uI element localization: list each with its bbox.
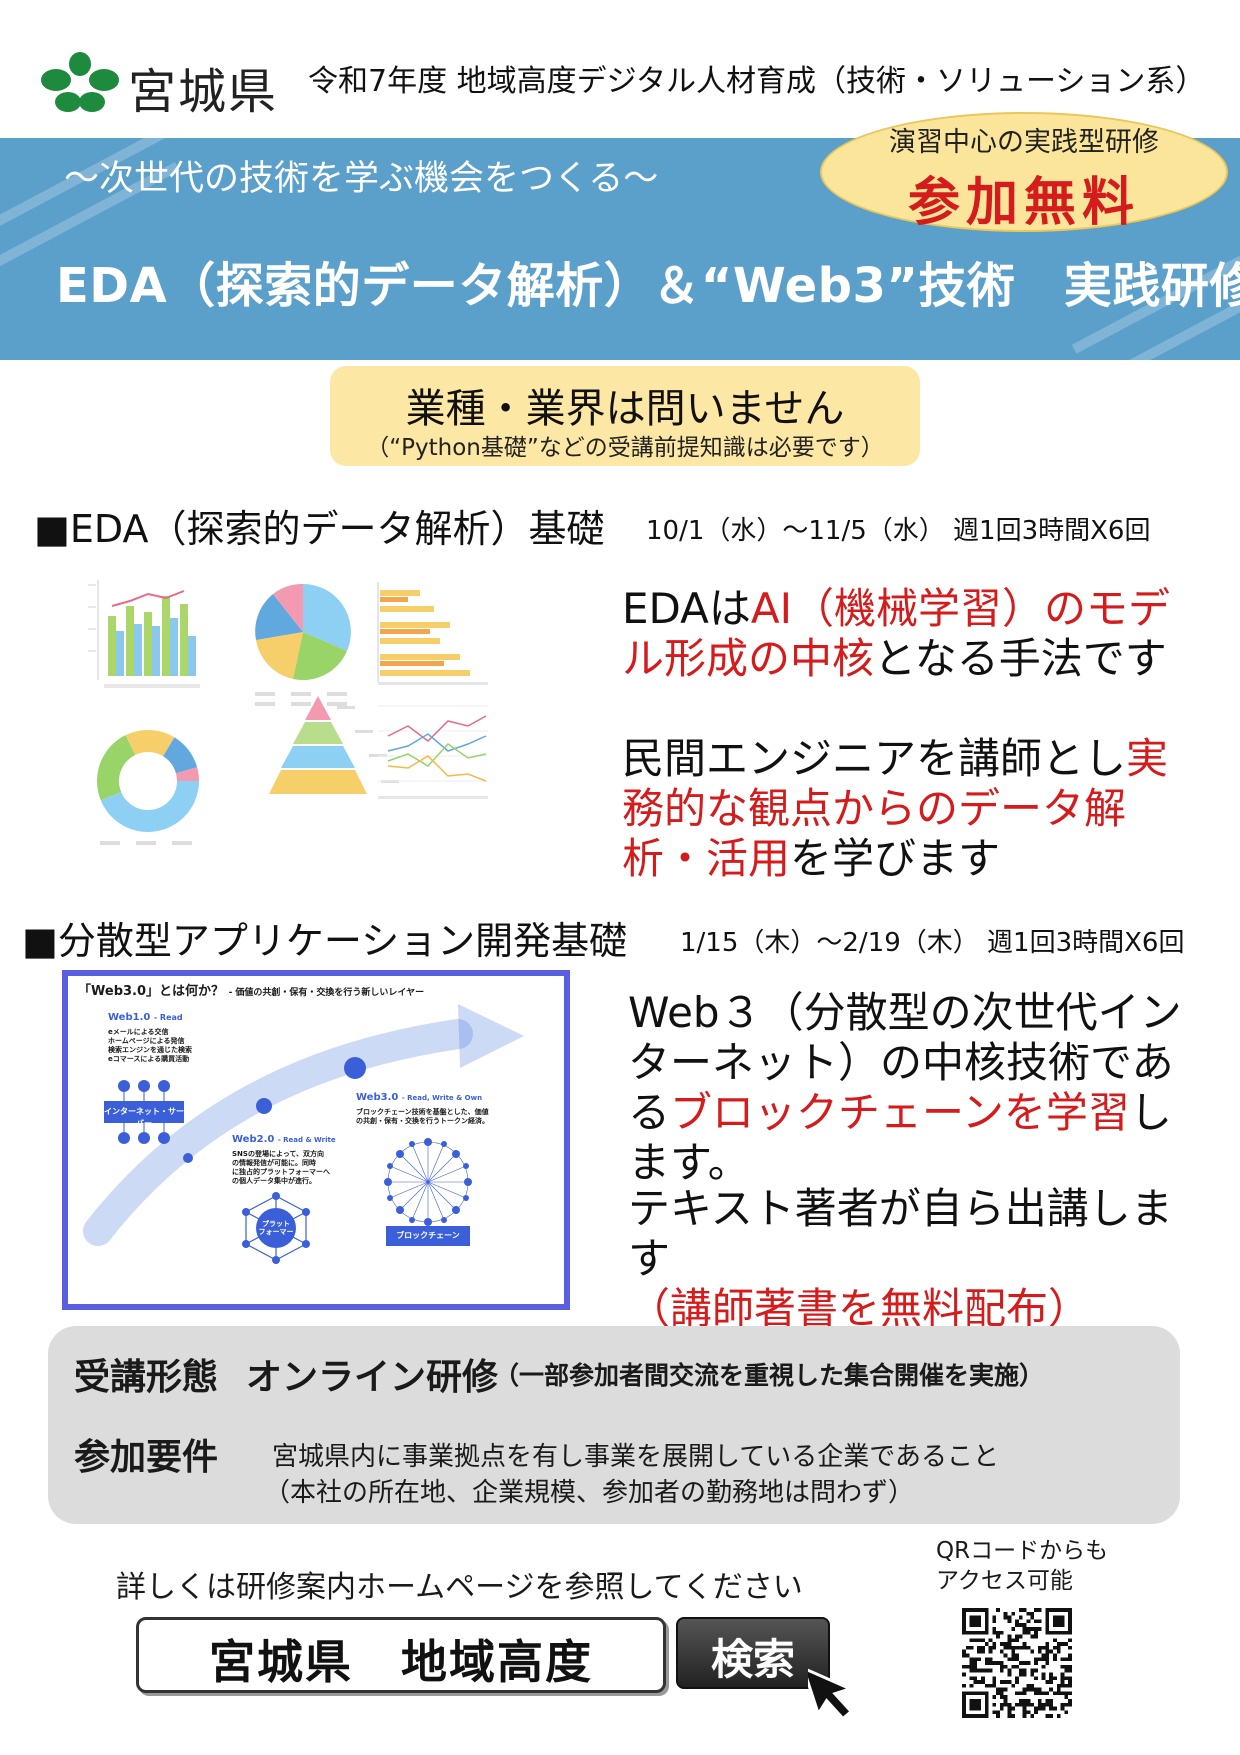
eda-description-1: EDAはAI（機械学習）のモデル形成の中核となる手法です [622, 584, 1182, 684]
free-badge [820, 112, 1228, 232]
section-eda-date: 10/1（水）～11/5（水） 週1回3時間X6回 [646, 516, 1151, 546]
banner-tagline: ～次世代の技術を学ぶ機会をつくる～ [64, 159, 659, 199]
web3-label: Web3.0 - Read, Write & Own [356, 1092, 483, 1103]
search-button-label: 検索 [710, 1635, 795, 1684]
web2-label: Web2.0 - Read & Write [232, 1134, 336, 1145]
qr-caption: QRコードからも アクセス可能 [936, 1538, 1109, 1594]
web3-p1-tail: します。 [628, 1088, 1172, 1187]
banner-title: EDA（探索的データ解析）＆“Web3”技術 実践研修 [56, 258, 1240, 314]
industry-box [330, 366, 920, 466]
line-chart-illustration [378, 705, 488, 799]
section-eda-title: ■EDA（探索的データ解析）基礎 [34, 507, 605, 551]
web1-label: Web1.0 - Read [108, 1012, 183, 1023]
requirement-label: 参加要件 [74, 1437, 219, 1478]
web3-box-label: ブロックチェーン [396, 1231, 460, 1240]
search-button [676, 1617, 830, 1689]
eda-p2-tail: を学びます [790, 834, 1001, 883]
section-dapp-date: 1/15（木）～2/19（木） 週1回3時間X6回 [680, 928, 1185, 958]
badge-subtitle: 演習中心の実践型研修 [889, 127, 1159, 158]
mouse-cursor-icon [808, 1665, 855, 1721]
header-title: 令和7年度 地域高度デジタル人材育成（技術・ソリューション系） [308, 64, 1206, 99]
horizontal-bar-illustration [377, 582, 488, 685]
eda-p1-highlight: AI（機械学習）のモデル形成の中核 [622, 584, 1170, 683]
section-dapp-title: ■分散型アプリケーション開発基礎 [22, 919, 628, 963]
donut-chart-illustration [97, 730, 199, 845]
pie-chart-illustration [255, 583, 351, 706]
eda-p1-tail: となる手法です [874, 634, 1167, 683]
pyramid-chart-illustration [269, 696, 399, 794]
industry-main-text: 業種・業界は問いません [405, 386, 845, 432]
web2-node-label: プラット フォーマー [258, 1220, 294, 1236]
web3-p2-highlight: （講師著書を無料配布） [628, 1284, 1091, 1333]
web2-desc: SNSの登場によって、双方向の情報発信が可能に。同時に独占的プラットフォーマーへ… [232, 1150, 330, 1185]
search-keyword: 宮城県 地域高度 [209, 1635, 593, 1689]
format-label: 受講形態 [74, 1357, 219, 1398]
web3-p1-highlight: ブロックチェーンを学習 [670, 1088, 1130, 1137]
format-value: オンライン研修 [246, 1357, 499, 1398]
eda-description-2: 民間エンジニアを講師とし実務的な観点からのデータ解析・活用を学びます [622, 734, 1182, 884]
miyagi-logo-icon [41, 52, 119, 112]
search-input-illustration [136, 1617, 666, 1693]
web3-description-1: Web３（分散型の次世代インターネット）の中核技術であるブロックチェーンを学習し… [628, 988, 1208, 1188]
web3-p1-text: Web３（分散型の次世代インターネット）の中核技術である [628, 988, 1182, 1137]
industry-sub-text: （“Python基礎”などの受講前提知識は必要です） [366, 435, 884, 461]
eda-p1-text: EDAは [622, 584, 751, 633]
eda-p2-text: 民間エンジニアを講師とし [622, 734, 1127, 783]
web3-description-2: テキスト著者が自ら出講します （講師著書を無料配布） [628, 1184, 1208, 1334]
qr-code-icon[interactable] [962, 1608, 1072, 1718]
web3-p2-text: テキスト著者が自ら出講します [628, 1184, 1173, 1283]
requirement-line-1: 宮城県内に事業拠点を有し事業を展開している企業であること [272, 1442, 999, 1472]
detail-text: 詳しくは研修案内ホームページを参照してください [116, 1570, 803, 1605]
web3-diagram-heading: 「Web3.0」とは何か？ - 価値の共創・保有・交換を行う新しいレイヤー [78, 984, 425, 999]
info-box [48, 1326, 1180, 1524]
logo-text: 宮城県 [128, 64, 279, 120]
bar-chart-illustration [88, 580, 200, 688]
requirement-line-2: （本社の所在地、企業規模、参加者の勤務地は問わず） [264, 1478, 915, 1508]
web3-diagram: 「Web3.0」とは何か？ - 価値の共創・保有・交換を行う新しいレイヤー We… [62, 970, 570, 1310]
badge-free-label: 参加無料 [907, 173, 1140, 233]
web3-desc: ブロックチェーン技術を基盤とした、価値の共創・保有・交換を行うトークン経済。 [356, 1108, 489, 1125]
format-note: （一部参加者間交流を重視した集合開催を実施） [494, 1361, 1045, 1390]
chart-illustrations [88, 580, 488, 845]
eda-p2-highlight: 実務的な観点からのデータ解析・活用 [622, 734, 1169, 883]
web1-box-label: インターネット・サーバー [104, 1107, 184, 1128]
